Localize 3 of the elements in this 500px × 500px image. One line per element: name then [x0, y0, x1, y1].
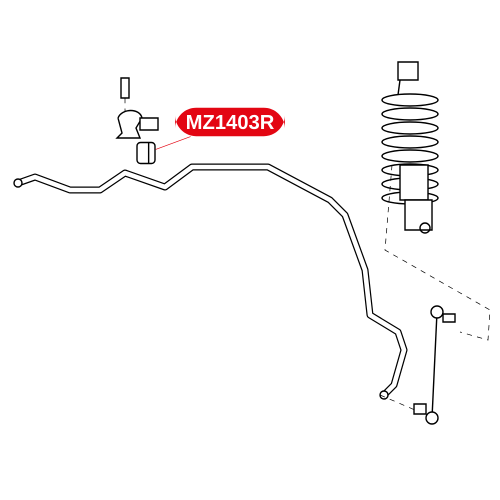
- leader-line: [155, 136, 191, 150]
- part-number-badge: MZ1403R: [175, 108, 285, 136]
- bushing-drawing: [136, 142, 156, 164]
